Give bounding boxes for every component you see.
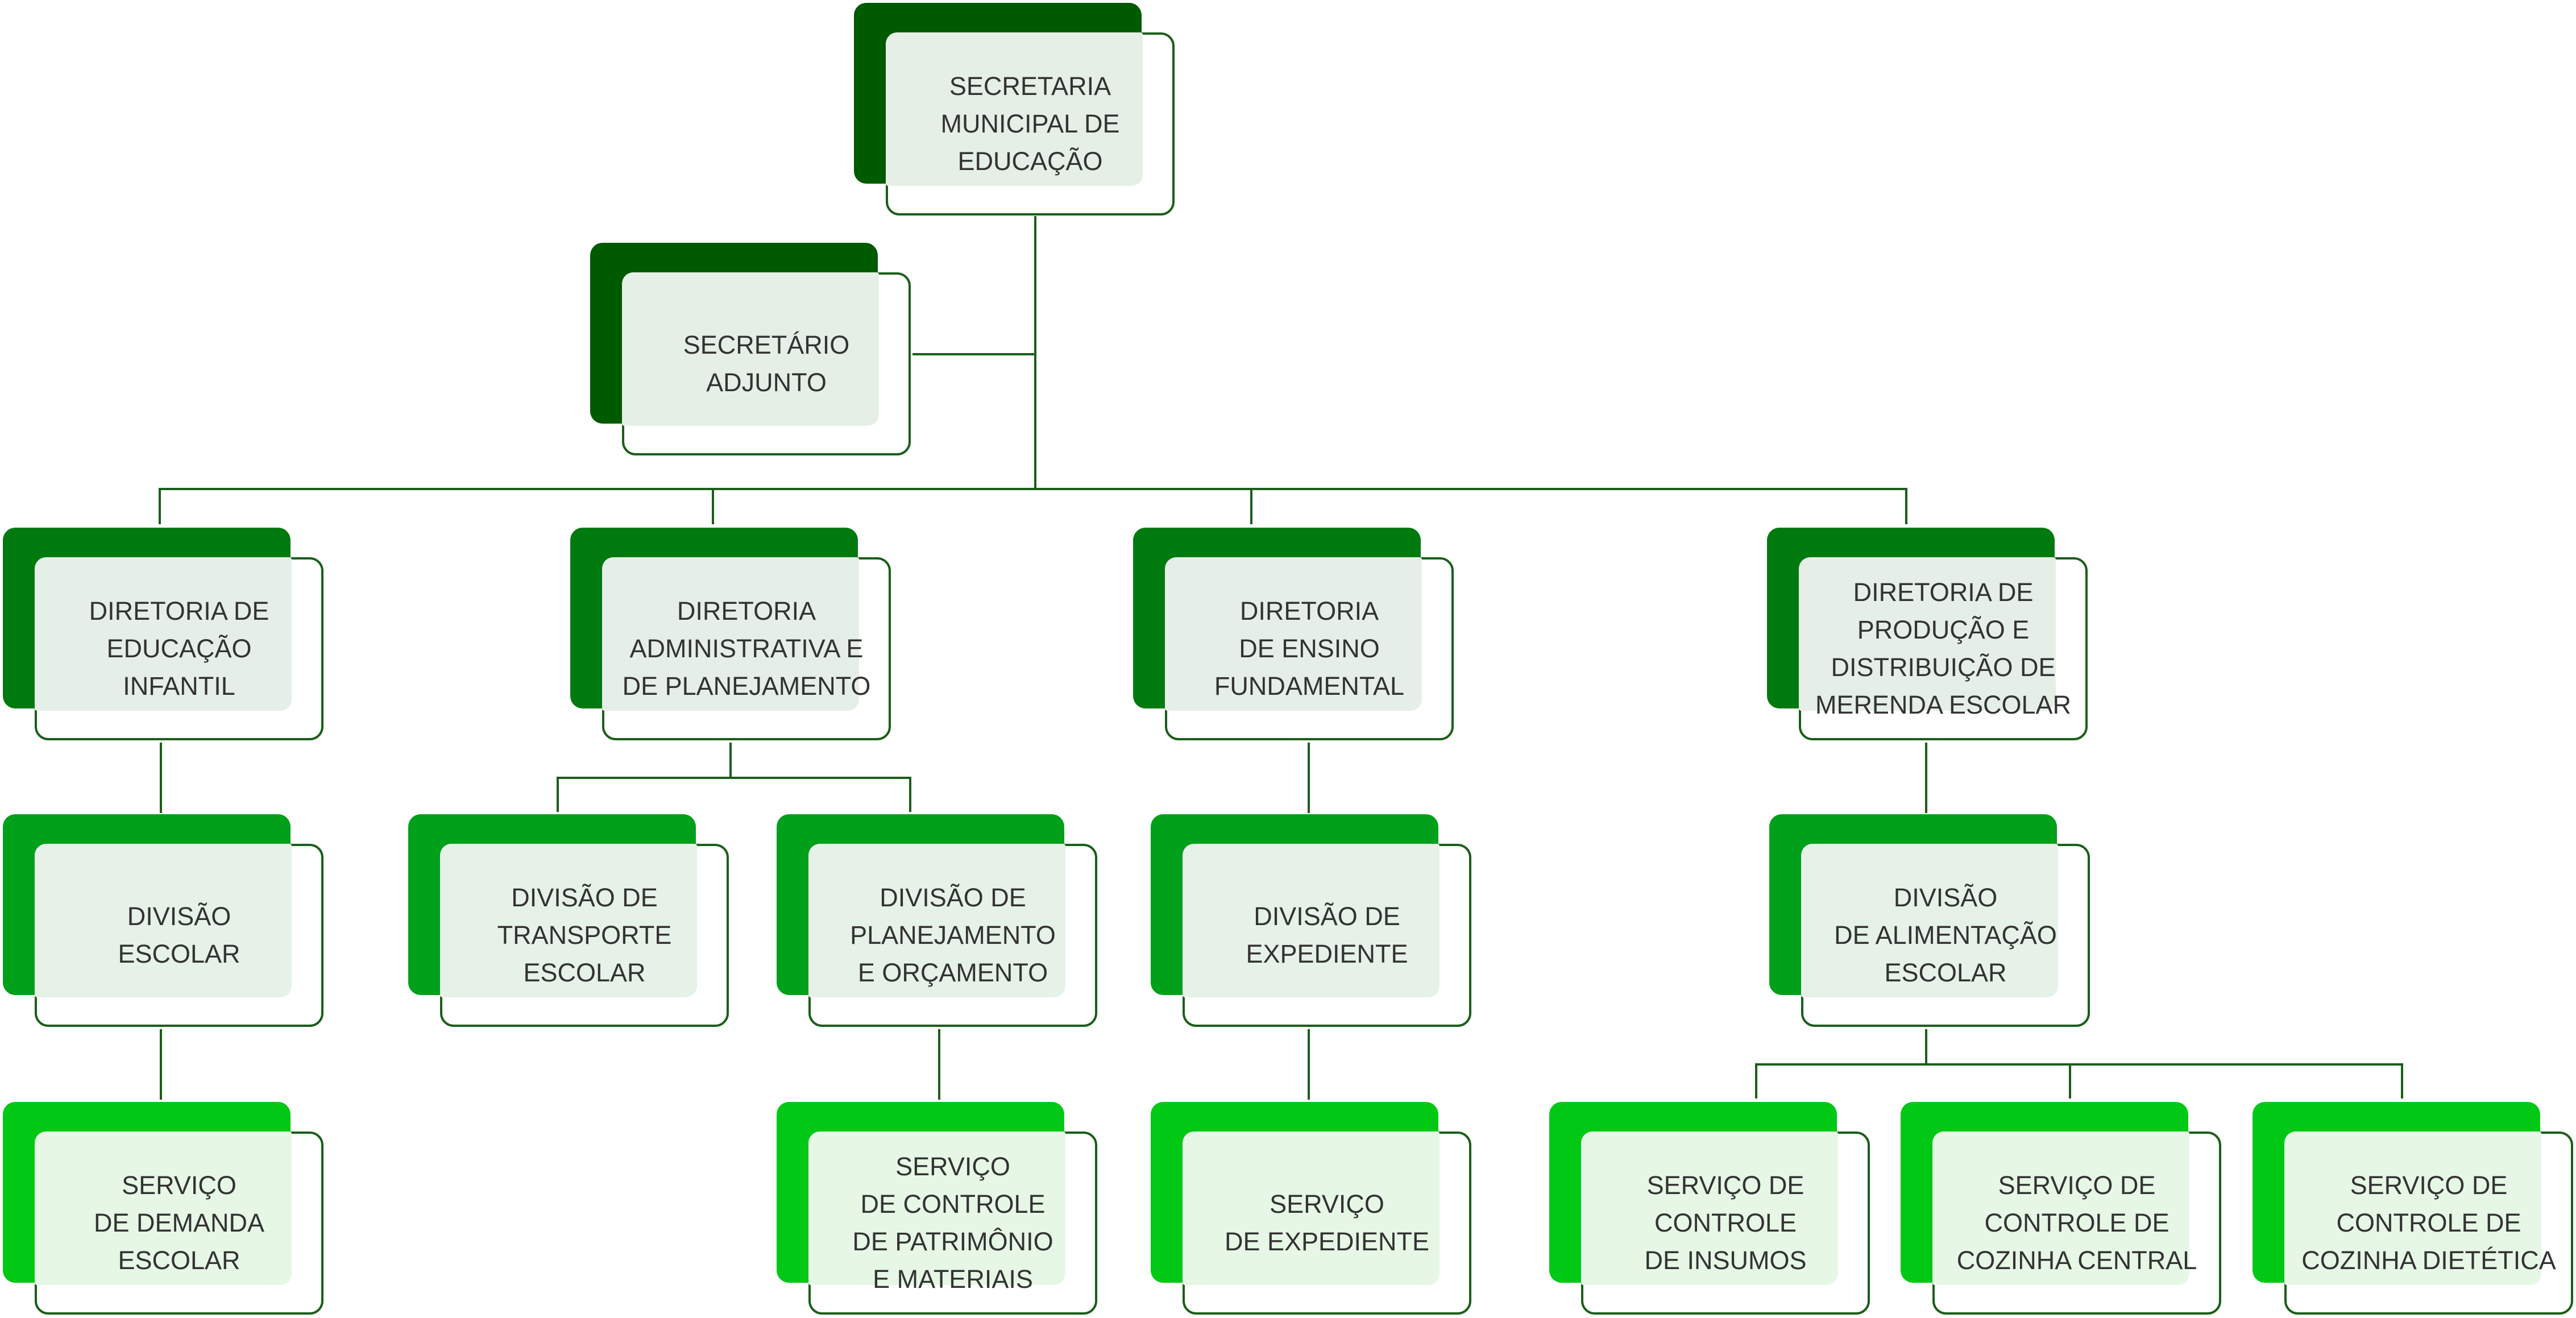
connector-infantil-divisao	[160, 743, 162, 813]
connector-drop-transporte	[557, 777, 559, 812]
node-label: SERVIÇO DE CONTROLE DE COZINHA CENTRAL	[1956, 1171, 2197, 1275]
connector-drop-fundamental	[1250, 488, 1252, 524]
connector-alimentacao-down	[1925, 1029, 1927, 1064]
node-label: SECRETÁRIO ADJUNTO	[683, 330, 850, 397]
connector-drop-planejamento	[909, 777, 911, 812]
connector-planejamento-patrimonio	[938, 1029, 940, 1100]
node-label: SERVIÇO DE CONTROLE DE COZINHA DIETÉTICA	[2301, 1171, 2556, 1275]
connector-directors-bus	[159, 488, 1907, 490]
connector-drop-insumos	[1755, 1063, 1757, 1099]
connector-divisao-servico-demanda	[160, 1029, 162, 1100]
node-label: SERVIÇO DE CONTROLE DE PATRIMÔNIO E MATE…	[852, 1152, 1053, 1294]
node-label: DIRETORIA DE PRODUÇÃO E DISTRIBUIÇÃO DE …	[1815, 578, 2072, 719]
connector-expediente-servico	[1308, 1029, 1310, 1100]
connector-drop-cozinha-central	[2069, 1063, 2071, 1099]
node-label: DIVISÃO ESCOLAR	[118, 902, 240, 968]
node-label: DIRETORIA DE EDUCAÇÃO INFANTIL	[89, 596, 269, 701]
connector-admin-bus	[557, 777, 911, 779]
node-label: DIRETORIA ADMINISTRATIVA E DE PLANEJAMEN…	[622, 596, 871, 701]
node-label: DIVISÃO DE EXPEDIENTE	[1246, 902, 1408, 968]
node-label: SECRETARIA MUNICIPAL DE EDUCAÇÃO	[940, 72, 1120, 176]
node-label: DIRETORIA DE ENSINO FUNDAMENTAL	[1214, 596, 1405, 701]
connector-fundamental-expediente	[1308, 743, 1310, 813]
connector-admin-down	[729, 743, 732, 778]
connector-drop-merenda	[1905, 488, 1907, 524]
connector-drop-cozinha-dietetica	[2401, 1063, 2403, 1099]
connector-drop-infantil	[159, 488, 161, 524]
node-label: DIVISÃO DE PLANEJAMENTO E ORÇAMENTO	[850, 883, 1056, 987]
connector-merenda-alimentacao	[1925, 743, 1927, 813]
connector-root-vertical	[1034, 216, 1036, 489]
node-label: SERVIÇO DE DEMANDA ESCOLAR	[93, 1171, 265, 1275]
node-label: DIVISÃO DE TRANSPORTE ESCOLAR	[497, 883, 672, 987]
connector-alimentacao-bus	[1755, 1063, 2403, 1066]
connector-drop-admin	[712, 488, 714, 524]
connector-adjunto	[912, 353, 1035, 355]
node-label: DIVISÃO DE ALIMENTAÇÃO ESCOLAR	[1834, 883, 2057, 987]
node-label: SERVIÇO DE CONTROLE DE INSUMOS	[1644, 1171, 1807, 1275]
node-label: SERVIÇO DE EXPEDIENTE	[1224, 1189, 1430, 1256]
